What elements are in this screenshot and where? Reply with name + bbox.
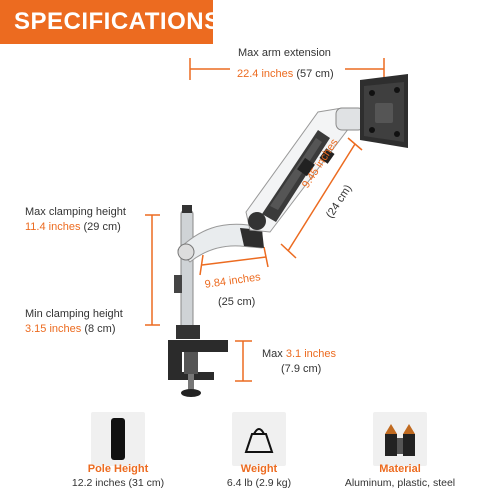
specifications-banner: SPECIFICATIONS (0, 0, 220, 44)
arm-extension-value: 22.4 inches (57 cm) (237, 68, 334, 80)
lower-arm-dimension-line (199, 246, 269, 276)
max-clamping-inches: 11.4 inches (25, 221, 81, 233)
lower-arm (177, 223, 264, 263)
clamp-max-value: Max 3.1 inches (262, 348, 336, 360)
weight-value: 6.4 lb (2.9 kg) (226, 477, 292, 489)
vesa-mount (335, 74, 408, 148)
pole-height-value: 12.2 inches (31 cm) (71, 477, 165, 489)
desk-clamp (168, 325, 228, 397)
clamp-dimension-line (235, 340, 252, 382)
clamp-max-prefix: Max (262, 348, 283, 360)
upper-arm-dimension-line (280, 137, 363, 259)
material-icon (373, 412, 427, 466)
min-clamping-inches: 3.15 inches (25, 323, 82, 335)
clamp-max-cm: (7.9 cm) (281, 363, 322, 375)
max-clamping-value: 11.4 inches (29 cm) (25, 221, 121, 233)
material-title: Material (379, 463, 421, 475)
pole (180, 209, 194, 331)
pole-icon (91, 412, 145, 466)
arm-extension-label: Max arm extension (238, 47, 331, 59)
pole-height-title: Pole Height (87, 463, 149, 475)
arm-extension-dimension-line (189, 58, 385, 80)
min-clamping-cm: (8 cm) (84, 323, 116, 335)
tension-knob (174, 275, 182, 293)
max-clamping-label: Max clamping height (25, 206, 126, 218)
arm-extension-cm: (57 cm) (296, 68, 334, 80)
upper-arm (245, 107, 353, 233)
min-clamping-label: Min clamping height (25, 308, 123, 320)
lower-arm-length-cm: (25 cm) (218, 296, 256, 308)
arm-extension-inches: 22.4 inches (237, 68, 294, 80)
clamping-height-dimension-line (145, 214, 160, 326)
banner-title: SPECIFICATIONS (14, 8, 221, 35)
pole-cap (182, 205, 192, 213)
min-clamping-value: 3.15 inches (8 cm) (25, 323, 116, 335)
max-clamping-cm: (29 cm) (83, 221, 121, 233)
material-value: Aluminum, plastic, steel (344, 477, 456, 489)
weight-icon (232, 412, 286, 466)
clamp-max-inches: 3.1 inches (285, 348, 336, 360)
weight-title: Weight (240, 463, 278, 475)
